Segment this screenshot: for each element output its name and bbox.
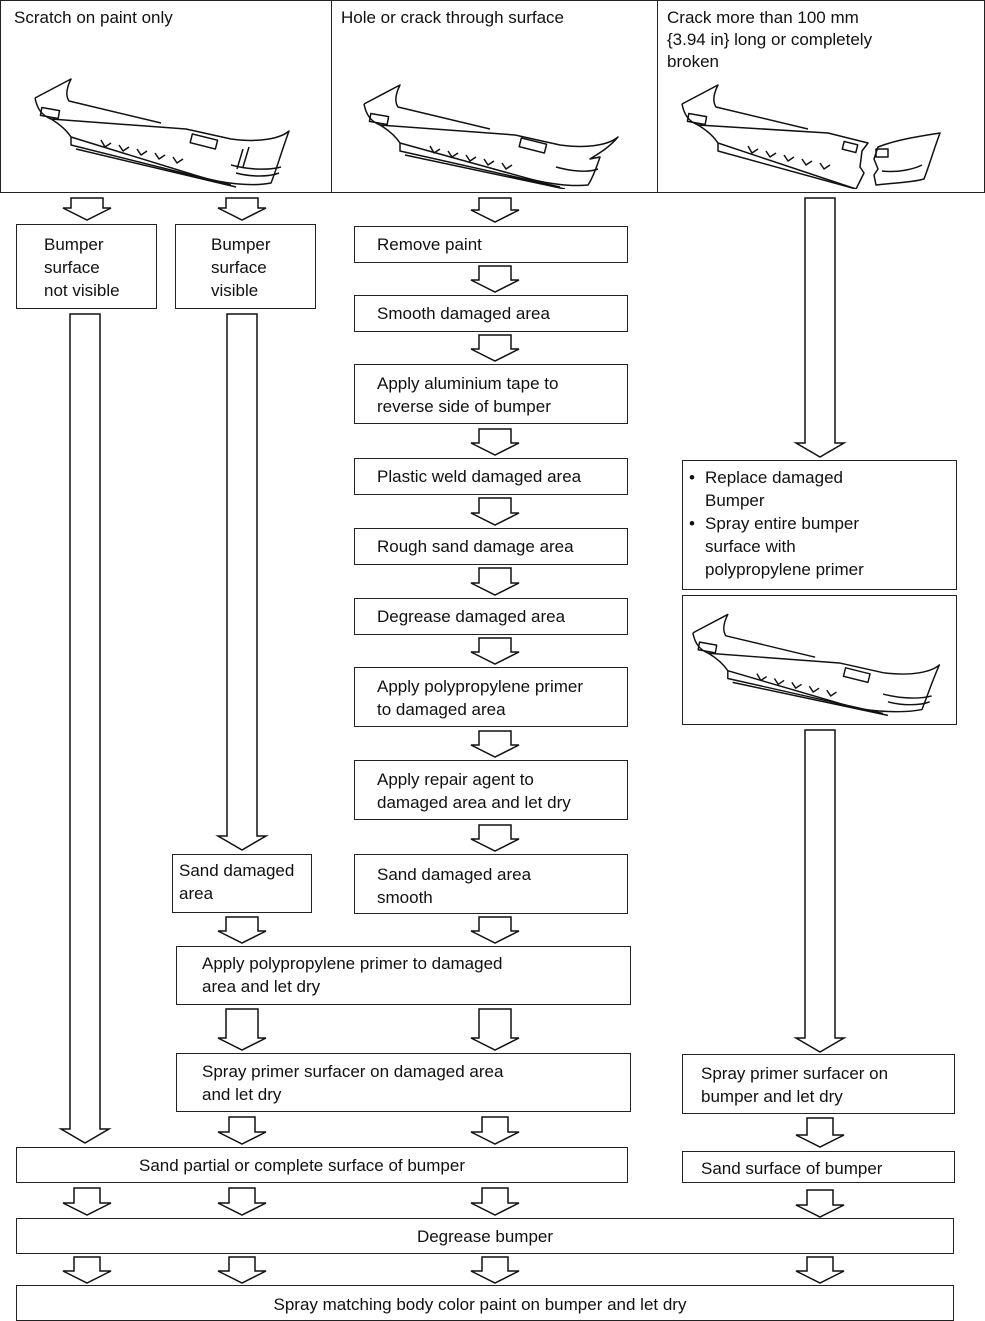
step-text: Apply polypropylene primer to damaged ar… (377, 677, 583, 719)
column-hole: Hole or crack through surface (332, 1, 658, 192)
sand-damaged-area-box: Sand damaged area (172, 854, 312, 913)
step-sand-surface: Sand surface of bumper (682, 1151, 955, 1183)
bumper-scratch-illustration (34, 78, 290, 188)
damage-type-header: Scratch on paint only Hole or crack thro… (0, 0, 985, 193)
down-arrow-icon (470, 1256, 520, 1284)
down-arrow-icon (470, 637, 520, 665)
step-degrease-damaged-area: Degrease damaged area (354, 598, 628, 635)
down-arrow-icon (470, 1008, 520, 1051)
step-text: Degrease damaged area (377, 607, 566, 626)
step-remove-paint: Remove paint (354, 226, 628, 263)
step-text: Sand surface of bumper (701, 1159, 883, 1178)
down-arrow-icon (470, 265, 520, 293)
down-arrow-icon (470, 824, 520, 852)
column-title-scratch: Scratch on paint only (14, 8, 173, 27)
step-text: Sand damaged area smooth (377, 865, 532, 907)
step-spray-primer-surfacer-bumper: Spray primer surfacer on bumper and let … (682, 1054, 955, 1114)
down-arrow-icon (793, 197, 847, 458)
step-spray-paint: Spray matching body color paint on bumpe… (16, 1285, 954, 1321)
down-arrow-icon (795, 1189, 845, 1218)
down-arrow-icon (470, 497, 520, 526)
new-bumper-illustration (692, 613, 941, 717)
down-arrow-icon (470, 334, 520, 362)
down-arrow-icon (217, 1187, 267, 1216)
step-rough-sand: Rough sand damage area (354, 528, 628, 565)
step-sand-smooth: Sand damaged area smooth (354, 854, 628, 914)
down-arrow-icon (470, 916, 520, 944)
down-arrow-icon (470, 197, 520, 223)
bullet-replace: Replace damaged Bumper (689, 466, 956, 512)
bumper-hole-illustration (363, 84, 619, 189)
bumper-broken-illustration (681, 84, 941, 189)
new-bumper-illustration-box (682, 595, 957, 725)
step-apply-primer-let-dry: Apply polypropylene primer to damaged ar… (176, 946, 631, 1005)
bumper-surface-visible-box: Bumper surface visible (175, 224, 316, 309)
step-text: Spray matching body color paint on bumpe… (273, 1295, 687, 1314)
down-arrow-icon (217, 916, 267, 944)
step-apply-pp-primer: Apply polypropylene primer to damaged ar… (354, 667, 628, 727)
step-sand-partial: Sand partial or complete surface of bump… (16, 1147, 628, 1183)
down-arrow-icon (470, 1187, 520, 1216)
step-apply-aluminium-tape: Apply aluminium tape to reverse side of … (354, 364, 628, 424)
bumper-surface-not-visible-box: Bumper surface not visible (16, 224, 157, 309)
down-arrow-icon (62, 1187, 112, 1216)
down-arrow-icon (470, 567, 520, 596)
down-arrow-icon (470, 1116, 520, 1145)
down-arrow-icon (470, 730, 520, 758)
bumper-surface-not-visible-text: Bumper surface not visible (44, 235, 120, 300)
down-arrow-icon (215, 313, 269, 851)
down-arrow-icon (217, 197, 267, 221)
step-text: Smooth damaged area (377, 304, 550, 323)
step-text: Apply aluminium tape to reverse side of … (377, 374, 559, 416)
step-text: Spray primer surfacer on damaged area an… (202, 1062, 504, 1104)
bumper-surface-visible-text: Bumper surface visible (211, 235, 271, 300)
column-broken: Crack more than 100 mm {3.94 in} long or… (658, 1, 984, 192)
step-text: Apply repair agent to damaged area and l… (377, 770, 571, 812)
column-title-broken: Crack more than 100 mm {3.94 in} long or… (667, 8, 873, 71)
bullet-spray-entire: Spray entire bumper surface with polypro… (689, 512, 956, 581)
step-text: Plastic weld damaged area (377, 467, 582, 486)
step-text: Apply polypropylene primer to damaged ar… (202, 954, 503, 996)
column-scratch: Scratch on paint only (1, 1, 332, 192)
step-text: Remove paint (377, 235, 482, 254)
step-text: Rough sand damage area (377, 537, 574, 556)
down-arrow-icon (217, 1008, 267, 1051)
step-apply-repair-agent: Apply repair agent to damaged area and l… (354, 760, 628, 820)
down-arrow-icon (795, 1256, 845, 1284)
step-text: Sand partial or complete surface of bump… (138, 1156, 465, 1175)
down-arrow-icon (793, 729, 847, 1053)
step-degrease-bumper: Degrease bumper (16, 1218, 954, 1254)
replace-bumper-box: Replace damaged Bumper Spray entire bump… (682, 460, 957, 590)
step-spray-primer-surfacer-damaged: Spray primer surfacer on damaged area an… (176, 1053, 631, 1112)
down-arrow-icon (58, 313, 112, 1144)
down-arrow-icon (217, 1256, 267, 1284)
step-text: Degrease bumper (416, 1227, 554, 1246)
down-arrow-icon (795, 1117, 845, 1148)
step-text: Spray primer surfacer on bumper and let … (701, 1064, 889, 1106)
replace-bumper-list: Replace damaged Bumper Spray entire bump… (685, 466, 956, 581)
sand-damaged-area-text: Sand damaged area (179, 861, 295, 903)
down-arrow-icon (62, 1256, 112, 1284)
step-plastic-weld: Plastic weld damaged area (354, 458, 628, 495)
down-arrow-icon (62, 197, 112, 221)
column-title-hole: Hole or crack through surface (341, 8, 564, 27)
down-arrow-icon (470, 428, 520, 456)
step-smooth-damaged-area: Smooth damaged area (354, 295, 628, 332)
down-arrow-icon (217, 1116, 267, 1145)
